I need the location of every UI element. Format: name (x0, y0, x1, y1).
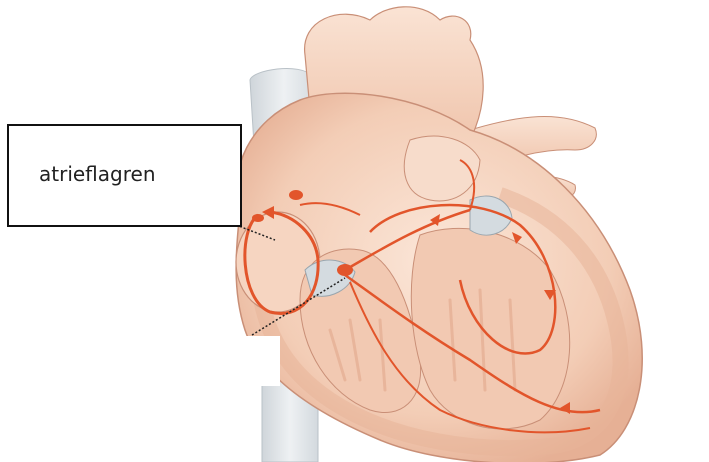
sa-node (289, 190, 303, 200)
label-box: atrieflagren (7, 124, 242, 227)
hidden-label-area (218, 336, 280, 386)
av-node (337, 264, 353, 276)
label-text: atrieflagren (39, 162, 156, 186)
